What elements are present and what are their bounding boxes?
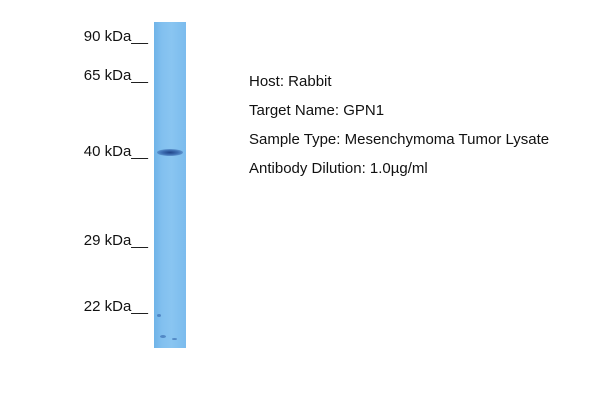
blot-lane	[154, 22, 186, 348]
marker-label: 40 kDa__	[83, 143, 148, 160]
marker-label: 22 kDa__	[83, 298, 148, 315]
protein-band	[157, 149, 183, 156]
blot-speck	[160, 335, 166, 338]
blot-speck	[172, 338, 177, 340]
sample-type-text: Sample Type: Mesenchymoma Tumor Lysate	[249, 131, 550, 148]
marker-label: 90 kDa__	[83, 28, 148, 45]
marker-label: 29 kDa__	[83, 232, 148, 249]
marker-90-kda: 90 kDa__	[0, 27, 148, 47]
target-name-text: Target Name: GPN1	[249, 102, 385, 119]
antibody-dilution-text: Antibody Dilution: 1.0µg/ml	[249, 160, 428, 177]
marker-65-kda: 65 kDa__	[0, 66, 148, 86]
host-text: Host: Rabbit	[249, 73, 332, 90]
marker-label: 65 kDa__	[83, 67, 148, 84]
marker-29-kda: 29 kDa__	[0, 231, 148, 251]
marker-22-kda: 22 kDa__	[0, 297, 148, 317]
marker-40-kda: 40 kDa__	[0, 142, 148, 162]
blot-speck	[157, 314, 161, 317]
